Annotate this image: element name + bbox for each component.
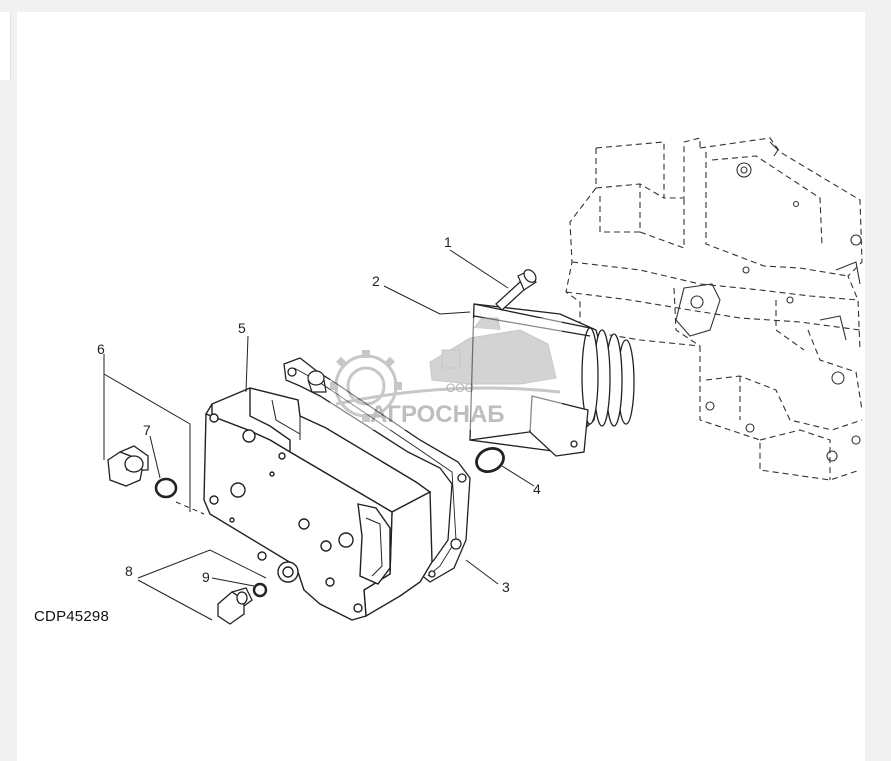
watermark-logo: ООО АГРОСНАБ: [330, 317, 562, 430]
o-ring-seal: [475, 447, 505, 473]
exploded-parts-diagram: 1 2 3 4 5 6 7 8 9: [97, 137, 863, 625]
callout-3: 3: [502, 579, 510, 595]
drain-plug: [217, 587, 253, 625]
oil-cooler-housing: [203, 387, 433, 621]
callout-9: 9: [202, 569, 210, 585]
watermark-prefix: ООО: [446, 381, 474, 395]
leader-lines: [103, 249, 535, 621]
engine-block-outline: [563, 137, 863, 481]
diagram-sheet: 1 2 3 4 5 6 7 8 9: [17, 12, 865, 761]
callout-2: 2: [372, 273, 380, 289]
callout-5: 5: [238, 320, 246, 336]
callout-8: 8: [125, 563, 133, 579]
callout-6: 6: [97, 341, 105, 357]
callout-4: 4: [533, 481, 541, 497]
figure-code: CDP45298: [34, 608, 109, 625]
callout-labels: 1 2 3 4 5 6 7 8 9: [97, 234, 541, 595]
filler-plug-o-ring: [154, 477, 178, 499]
engine-block-solid-details: [675, 141, 862, 462]
drain-plug-washer: [252, 582, 268, 598]
callout-1: 1: [444, 234, 452, 250]
cap-screw: [495, 269, 537, 311]
callout-7: 7: [143, 422, 151, 438]
housing-fitting: [307, 370, 327, 393]
watermark-name: АГРОСНАБ: [370, 401, 505, 428]
side-panel-edge: [0, 12, 11, 80]
filler-plug: [107, 445, 149, 487]
